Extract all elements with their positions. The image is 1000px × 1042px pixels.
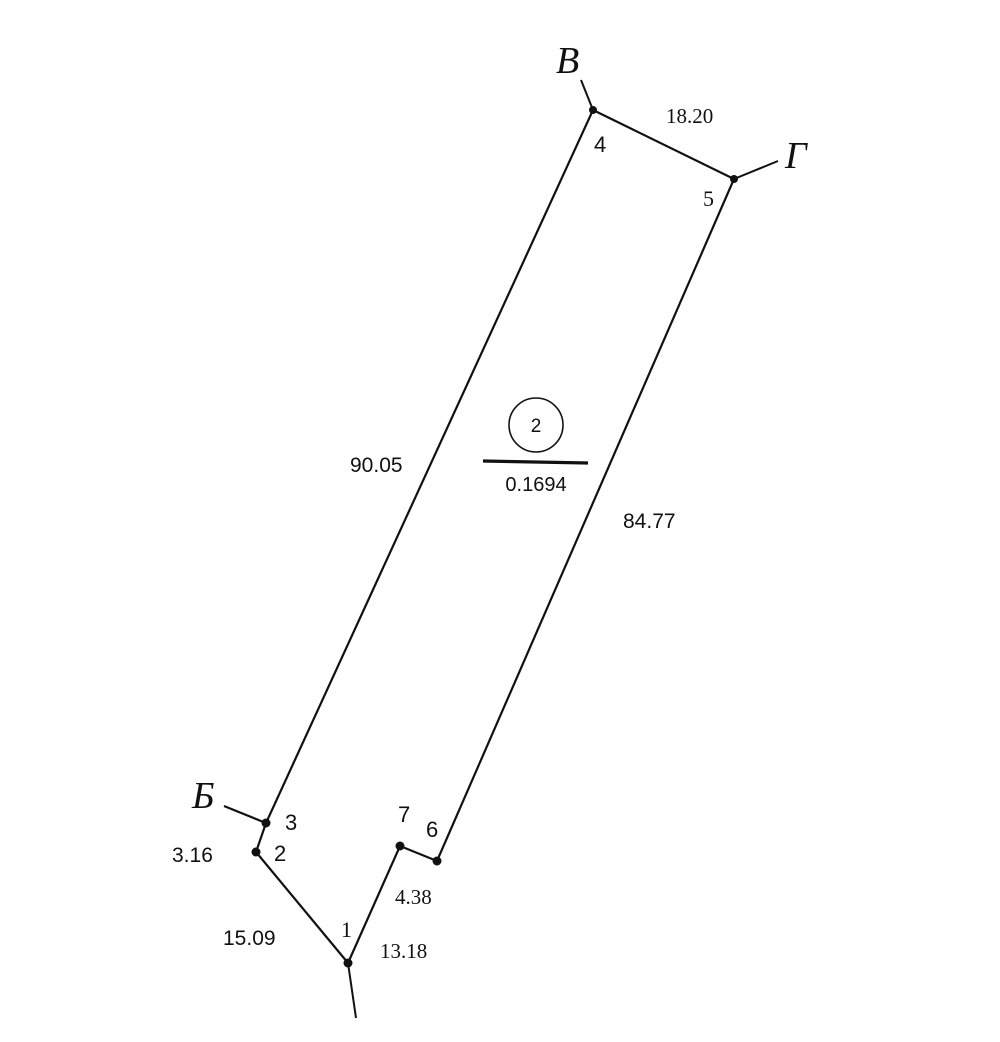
neighbor-tick-b [223, 804, 267, 825]
vertex-6 [432, 856, 442, 866]
point-label-2: 2 [274, 841, 286, 866]
neighbor-tick-g [733, 160, 779, 180]
neighbor-label-v: В [556, 40, 579, 82]
boundary-segment-4-5 [592, 109, 735, 180]
plot-boundary [254, 108, 736, 964]
vertex-7 [395, 841, 405, 851]
plot-area: 0.1694 [505, 474, 566, 496]
vertex-1 [343, 958, 353, 968]
point-label-7: 7 [398, 802, 410, 827]
vertex-2 [251, 847, 261, 857]
neighbor-label-b: Б [191, 775, 214, 817]
measurement-4-5: 18.20 [666, 104, 713, 128]
vertex-4 [589, 106, 597, 114]
point-label-6: 6 [426, 817, 438, 842]
measurement-2-3: 3.16 [172, 844, 213, 867]
plot-fraction-bar [482, 459, 589, 465]
measurement-3-4: 90.05 [350, 454, 403, 477]
plot-number-circle [508, 397, 564, 453]
neighbor-tick-v [580, 79, 594, 111]
point-label-4: 4 [594, 132, 606, 157]
measurement-5-6: 84.77 [623, 510, 676, 533]
measurement-1-2: 15.09 [223, 927, 276, 950]
plot-number: 2 [531, 416, 542, 437]
point-label-5: 5 [703, 186, 714, 211]
measurement-7-1: 13.18 [380, 939, 427, 963]
extension-line-bottom [347, 962, 357, 1019]
point-label-1: 1 [341, 917, 352, 942]
measurement-6-7: 4.38 [395, 885, 432, 909]
point-label-3: 3 [285, 810, 297, 835]
vertex-5 [730, 175, 738, 183]
vertex-3 [261, 818, 271, 828]
neighbor-label-g: Г [784, 135, 808, 177]
